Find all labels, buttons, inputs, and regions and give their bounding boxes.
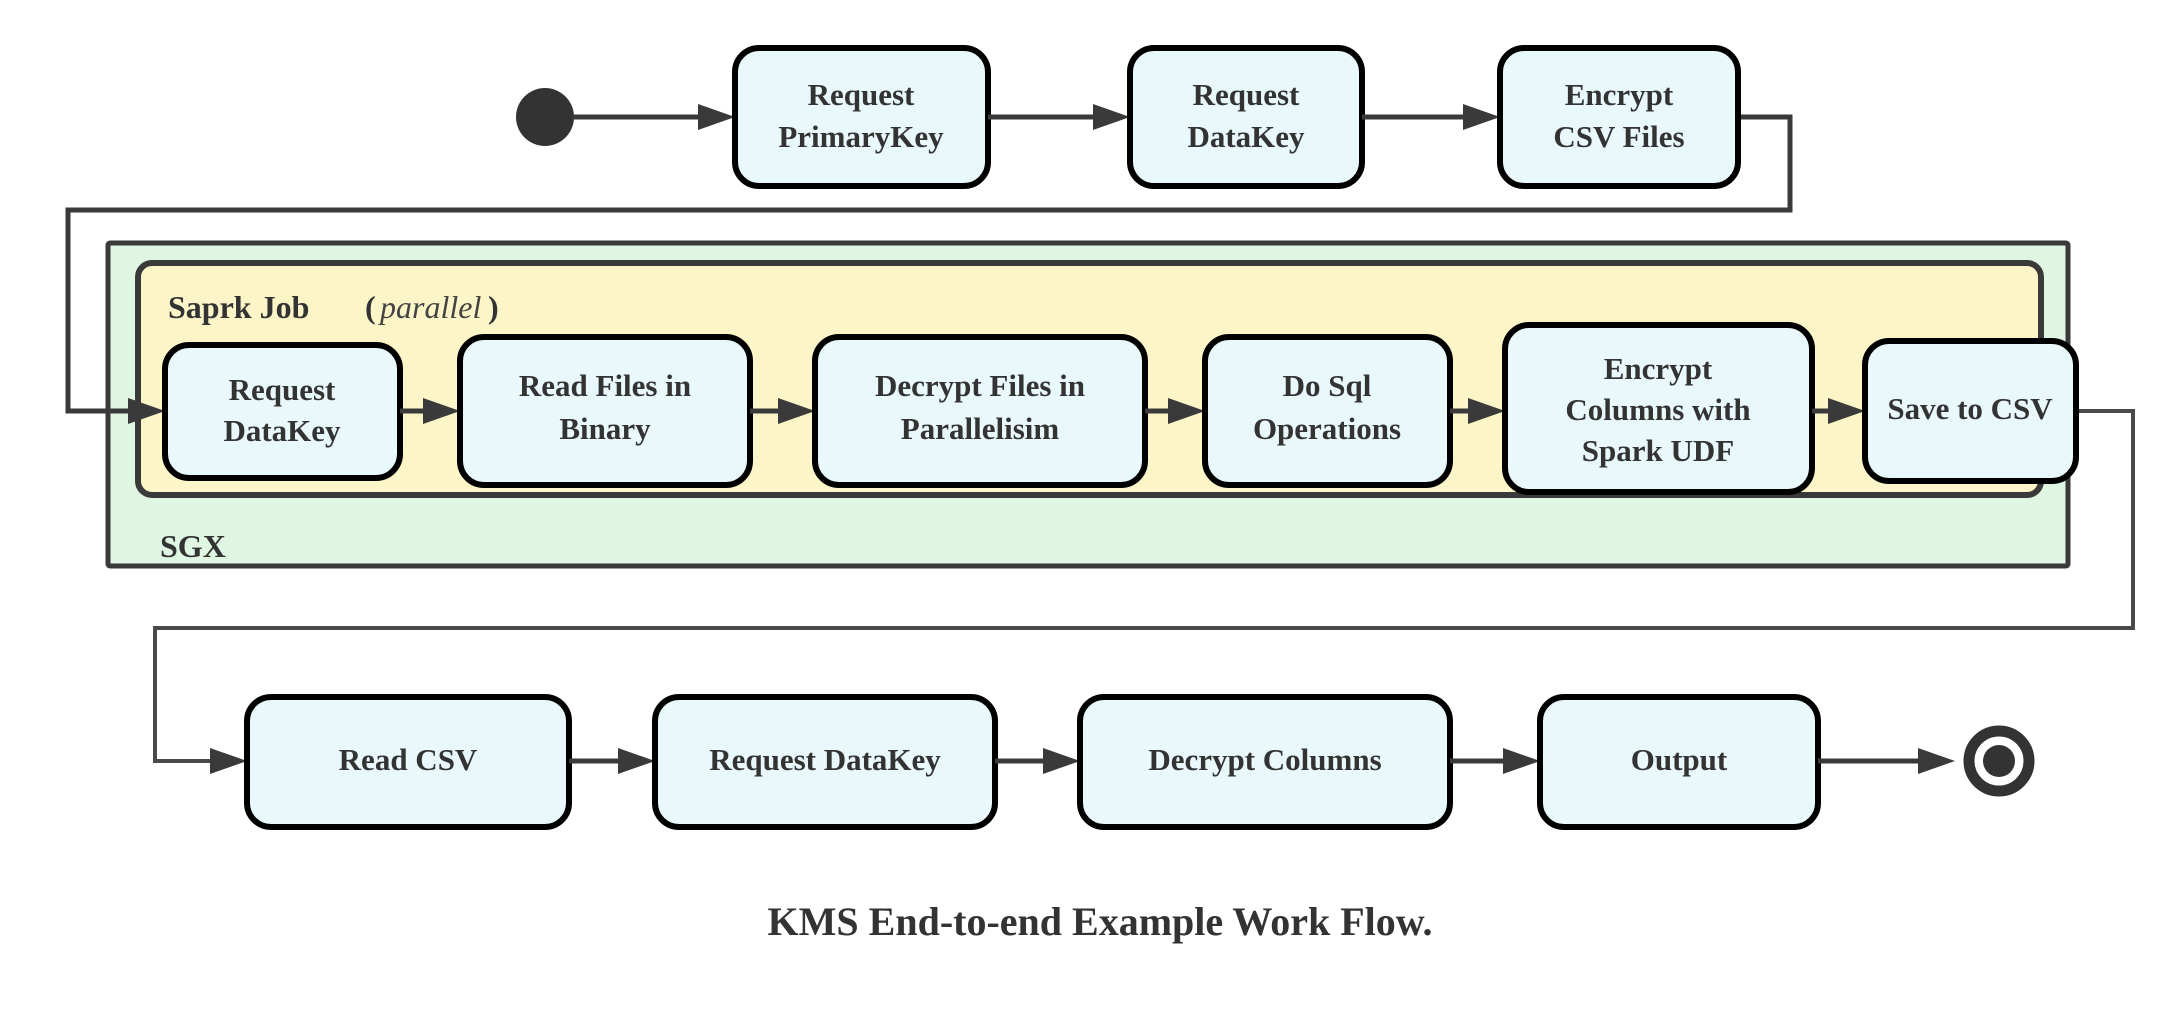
spark-job-paren-close: ) [488,289,499,325]
node-decrypt-columns-line-0: Decrypt Columns [1148,742,1381,777]
node-decrypt-files-in-parallelisim[interactable]: Decrypt Files in Parallelisim [812,334,1148,488]
node-encrypt-columns-line-1: Columns with [1565,392,1750,427]
arrowhead-into-encrypt-columns [1468,398,1505,424]
node-save-to-csv-box[interactable] [1862,338,2079,484]
node-encrypt-columns-line-2: Spark UDF [1582,433,1734,468]
edge-middle-5 [1812,398,1865,424]
edge-middle-3 [1145,398,1205,424]
spark-job-parallel-label: parallel [378,289,481,325]
node-request-primarykey-line-1: PrimaryKey [778,119,944,154]
start-node [516,88,735,146]
edge-middle-1 [400,398,460,424]
node-request-datakey-spark-line-1: DataKey [223,413,341,448]
node-encrypt-csv-files-line-0: Encrypt [1565,77,1674,112]
edge-request-primarykey-to-request-datakey [988,104,1130,130]
node-save-to-csv[interactable]: Save to CSV [1862,338,2079,484]
node-encrypt-csv-files-box[interactable] [1497,45,1741,189]
node-encrypt-csv-files-line-1: CSV Files [1553,119,1684,154]
edge-bottom-1 [569,748,655,774]
node-request-datakey-spark-box[interactable] [162,342,403,481]
node-save-to-csv-line-0: Save to CSV [1887,391,2053,426]
end-node-dot [1983,745,2015,777]
arrowhead-into-read-files-in-binary [423,398,460,424]
edge-middle-2 [750,398,815,424]
node-read-files-in-binary-line-0: Read Files in [519,368,691,403]
sgx-container-label: SGX [160,528,226,564]
arrowhead-into-decrypt-columns [1043,748,1080,774]
arrowhead-into-decrypt-files [778,398,815,424]
arrowhead-into-request-datakey-top [1093,104,1130,130]
edge-middle-4 [1450,398,1505,424]
end-node-ring [1963,725,2035,797]
arrowhead-into-encrypt-csv-files [1463,104,1500,130]
node-request-primarykey-box[interactable] [732,45,991,189]
node-request-datakey-top-line-1: DataKey [1187,119,1305,154]
arrowhead-into-end-node [1918,748,1955,774]
node-request-datakey-top[interactable]: Request DataKey [1127,45,1365,189]
edge-bottom-3 [1450,748,1540,774]
node-decrypt-files-line-0: Decrypt Files in [875,368,1085,403]
node-decrypt-files-line-1: Parallelisim [901,411,1060,446]
arrowhead-into-output [1503,748,1540,774]
diagram-caption: KMS End-to-end Example Work Flow. [768,899,1433,944]
node-request-primarykey-line-0: Request [808,77,915,112]
node-encrypt-columns-with-spark-udf[interactable]: Encrypt Columns with Spark UDF [1502,322,1815,495]
node-read-files-in-binary-line-1: Binary [559,411,651,446]
end-node [1818,725,2035,797]
node-request-datakey-top-box[interactable] [1127,45,1365,189]
arrowhead-into-request-datakey-spark [128,398,165,424]
spark-job-container-label: Saprk Job [168,289,309,325]
node-request-datakey-spark[interactable]: Request DataKey [162,342,403,481]
arrowhead-into-request-datakey-bottom [618,748,655,774]
node-output-line-0: Output [1631,742,1728,777]
node-do-sql-operations-line-0: Do Sql [1283,368,1372,403]
edge-path-top-to-middle [65,114,1793,414]
edge-request-datakey-to-encrypt-csv [1362,104,1500,130]
node-decrypt-columns[interactable]: Decrypt Columns [1077,694,1453,830]
edge-save-to-csv-to-read-csv [153,409,2135,774]
node-encrypt-csv-files[interactable]: Encrypt CSV Files [1497,45,1741,189]
node-request-datakey-bottom-line-0: Request DataKey [709,742,941,777]
start-node-circle [516,88,574,146]
node-do-sql-operations[interactable]: Do Sql Operations [1202,334,1453,488]
node-read-csv[interactable]: Read CSV [244,694,572,830]
arrowhead-into-do-sql-operations [1168,398,1205,424]
arrowhead-into-save-to-csv [1828,398,1865,424]
arrowhead-into-request-primarykey [698,104,735,130]
node-read-files-in-binary[interactable]: Read Files in Binary [457,334,753,488]
node-request-datakey-top-line-0: Request [1193,77,1300,112]
node-request-primarykey[interactable]: Request PrimaryKey [732,45,991,189]
node-request-datakey-bottom[interactable]: Request DataKey [652,694,998,830]
node-request-datakey-spark-line-0: Request [229,372,336,407]
node-do-sql-operations-line-1: Operations [1253,411,1401,446]
edge-bottom-2 [995,748,1080,774]
arrowhead-into-read-csv [210,748,247,774]
node-encrypt-columns-line-0: Encrypt [1604,351,1713,386]
edge-path-middle-to-bottom [153,409,2135,763]
node-read-csv-line-0: Read CSV [339,742,478,777]
edge-encrypt-csv-to-spark [65,114,1793,424]
node-output[interactable]: Output [1537,694,1821,830]
spark-job-paren-open: ( [365,289,376,325]
